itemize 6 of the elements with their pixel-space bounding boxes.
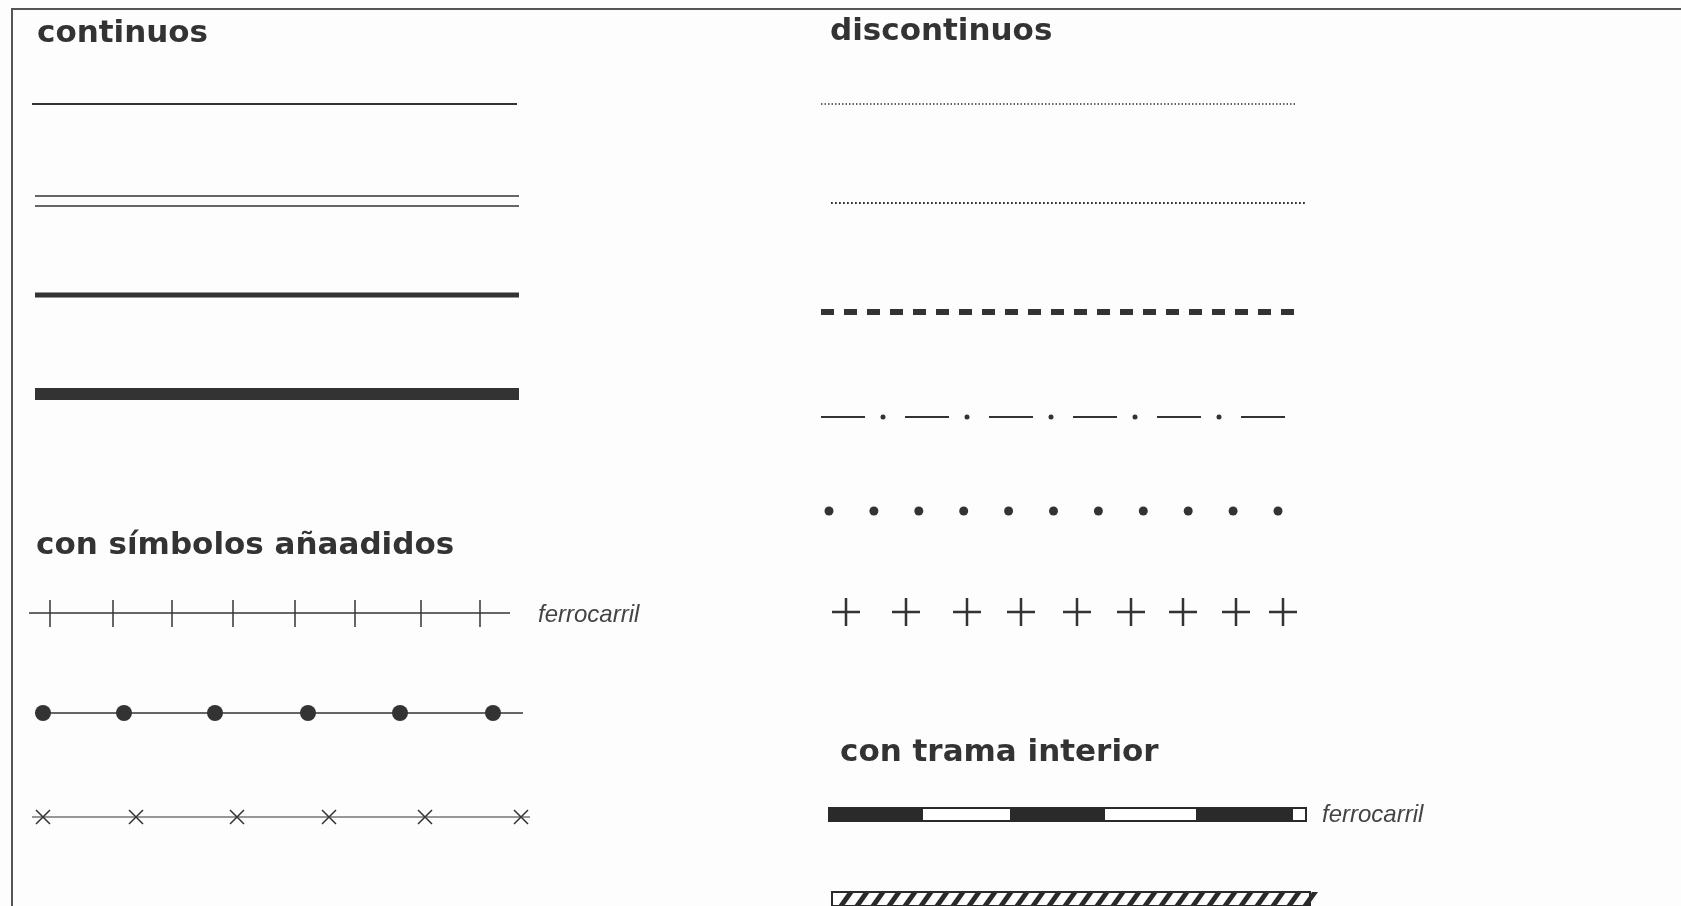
section-heading: con símbolos añaadidos: [36, 524, 455, 563]
line-label: ferrocarril: [1322, 799, 1424, 829]
section-heading: con trama interior: [840, 731, 1159, 770]
section-heading: continuos: [37, 12, 209, 51]
line-label: ferrocarril: [538, 599, 640, 629]
section-heading: discontinuos: [830, 10, 1053, 49]
